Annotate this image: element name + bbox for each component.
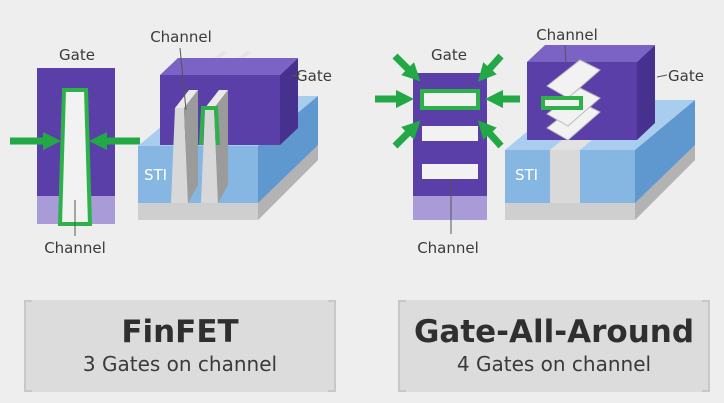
finfet-gate-label: Gate: [59, 46, 95, 64]
gaa-nanosheet-bottom: [422, 164, 478, 179]
finfet-subtitle: 3 Gates on channel: [82, 351, 278, 376]
finfet-cross-section: Gate Channel: [10, 46, 140, 257]
gaa-sti-label: STI: [515, 166, 538, 184]
finfet-title: FinFET: [121, 314, 239, 351]
gaa-subtitle: 4 Gates on channel: [456, 351, 652, 376]
finfet-fin: [171, 108, 188, 203]
finfet-3d: Channel Gate STI: [138, 28, 332, 220]
finfet-fin-channel: [57, 88, 93, 226]
finfet-channel-label: Channel: [44, 239, 106, 257]
finfet-fin: [201, 108, 218, 203]
gaa-3d-gate-label: Gate: [668, 67, 704, 85]
gaa-channel-label: Channel: [417, 239, 479, 257]
gaa-nanosheet-middle: [422, 126, 478, 141]
gaa-cross-section: Gate Channel: [375, 46, 520, 257]
finfet-sti-label: STI: [144, 166, 167, 184]
finfet-3d-channel-label: Channel: [150, 28, 212, 46]
gaa-nanosheet-top: [420, 89, 480, 110]
gaa-gate-label: Gate: [431, 46, 467, 64]
gaa-title: Gate-All-Around: [413, 314, 695, 351]
finfet-caption-box: FinFET 3 Gates on channel: [24, 300, 336, 392]
gaa-3d: Channel Gate STI: [505, 26, 704, 220]
gaa-caption-box: Gate-All-Around 4 Gates on channel: [398, 300, 710, 392]
gaa-3d-channel-label: Channel: [536, 26, 598, 44]
gaa-3d-sheet-highlight: [541, 96, 583, 110]
finfet-3d-gate-label: Gate: [296, 67, 332, 85]
